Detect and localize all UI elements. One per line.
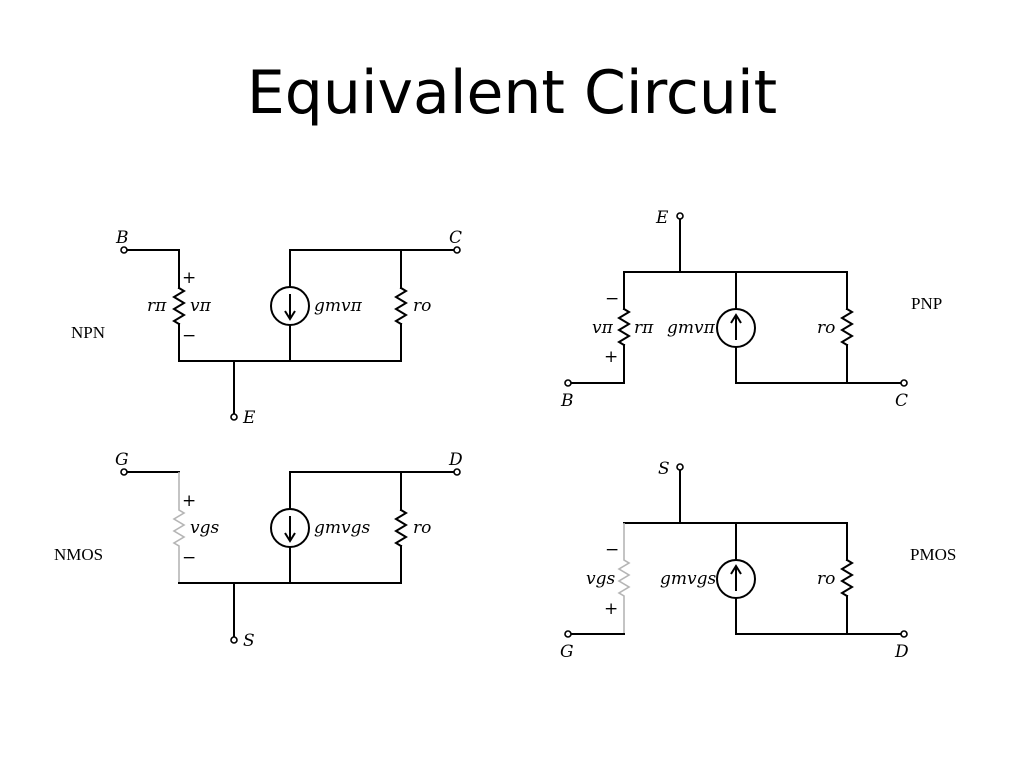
pnp-circuit: E B C − + vπ rπ gmvπ ro PNP bbox=[560, 208, 942, 411]
npn-emitter-bus bbox=[178, 323, 402, 362]
pmos-drain-terminal bbox=[900, 630, 908, 638]
npn-base-wire bbox=[126, 249, 180, 289]
nmos-minus-sign: − bbox=[182, 548, 196, 568]
nmos-arrow-down-icon bbox=[284, 516, 296, 543]
npn-emitter-terminal bbox=[230, 413, 238, 421]
pnp-r-pi-resistor bbox=[617, 307, 631, 347]
pnp-arrow-up-icon bbox=[730, 313, 742, 340]
npn-arrow-down-icon bbox=[284, 294, 296, 321]
nmos-gm-vgs-label: gmvgs bbox=[314, 518, 370, 538]
npn-ro-resistor bbox=[394, 286, 408, 326]
pmos-source-label: S bbox=[658, 459, 670, 479]
npn-circuit: B C E + − rπ vπ gmvπ ro NPN bbox=[71, 228, 462, 428]
nmos-ro-resistor bbox=[394, 508, 408, 548]
npn-minus-sign: − bbox=[182, 326, 196, 346]
pmos-plus-sign: + bbox=[604, 599, 618, 619]
pmos-source-terminal bbox=[676, 463, 684, 471]
npn-gm-v-pi-label: gmvπ bbox=[314, 296, 363, 316]
npn-collector-label: C bbox=[449, 228, 462, 248]
npn-collector-wire bbox=[289, 249, 455, 362]
pmos-gate-terminal bbox=[564, 630, 572, 638]
pnp-collector-label: C bbox=[895, 391, 908, 411]
pnp-gm-v-pi-label: gmvπ bbox=[667, 318, 716, 338]
pmos-gate-label: G bbox=[560, 642, 574, 662]
nmos-drain-label: D bbox=[448, 450, 463, 470]
nmos-gate-open-branch bbox=[172, 472, 186, 583]
npn-plus-sign: + bbox=[182, 268, 196, 288]
npn-v-pi-label: vπ bbox=[190, 296, 212, 316]
nmos-drain-wire bbox=[289, 471, 455, 584]
npn-collector-terminal bbox=[453, 246, 461, 254]
nmos-source-terminal bbox=[230, 636, 238, 644]
pnp-emitter-label: E bbox=[655, 208, 669, 228]
pmos-device-label: PMOS bbox=[910, 545, 956, 564]
pnp-r-pi-label: rπ bbox=[634, 318, 654, 338]
npn-base-terminal bbox=[120, 246, 128, 254]
pmos-minus-sign: − bbox=[605, 540, 619, 560]
pnp-base-terminal bbox=[564, 379, 572, 387]
pmos-ro-label: ro bbox=[817, 569, 835, 589]
nmos-vgs-label: vgs bbox=[190, 518, 219, 538]
slide-title: Equivalent Circuit bbox=[246, 58, 778, 128]
pnp-base-label: B bbox=[560, 391, 574, 411]
pnp-ro-label: ro bbox=[817, 318, 835, 338]
pnp-emitter-terminal bbox=[676, 212, 684, 220]
nmos-circuit: G D S + − vgs gmvgs ro NMOS bbox=[54, 450, 463, 651]
npn-base-label: B bbox=[115, 228, 129, 248]
pnp-collector-terminal bbox=[900, 379, 908, 387]
pmos-source-bus bbox=[623, 522, 848, 561]
npn-r-pi-resistor bbox=[172, 286, 186, 326]
nmos-source-label: S bbox=[243, 631, 255, 651]
pmos-gate-open-branch bbox=[617, 523, 631, 634]
npn-ro-label: ro bbox=[413, 296, 431, 316]
pmos-drain-label: D bbox=[894, 642, 909, 662]
npn-r-pi-label: rπ bbox=[147, 296, 167, 316]
nmos-ro-label: ro bbox=[413, 518, 431, 538]
pmos-arrow-up-icon bbox=[730, 564, 742, 591]
nmos-drain-terminal bbox=[453, 468, 461, 476]
pmos-circuit: S G D − + vgs gmvgs ro PMOS bbox=[560, 459, 956, 662]
pnp-v-pi-label: vπ bbox=[592, 318, 614, 338]
nmos-device-label: NMOS bbox=[54, 545, 103, 564]
pmos-ro-resistor bbox=[840, 558, 854, 598]
npn-emitter-label: E bbox=[242, 408, 256, 428]
nmos-gate-terminal bbox=[120, 468, 128, 476]
nmos-plus-sign: + bbox=[182, 491, 196, 511]
pmos-gm-vgs-label: gmvgs bbox=[660, 569, 716, 589]
npn-device-label: NPN bbox=[71, 323, 105, 342]
nmos-gate-label: G bbox=[115, 450, 129, 470]
pmos-vgs-label: vgs bbox=[586, 569, 615, 589]
pnp-ro-resistor bbox=[840, 307, 854, 347]
pnp-minus-sign: − bbox=[605, 289, 619, 309]
pnp-plus-sign: + bbox=[604, 347, 618, 367]
pnp-base-wire bbox=[570, 344, 625, 384]
pnp-device-label: PNP bbox=[911, 294, 942, 313]
